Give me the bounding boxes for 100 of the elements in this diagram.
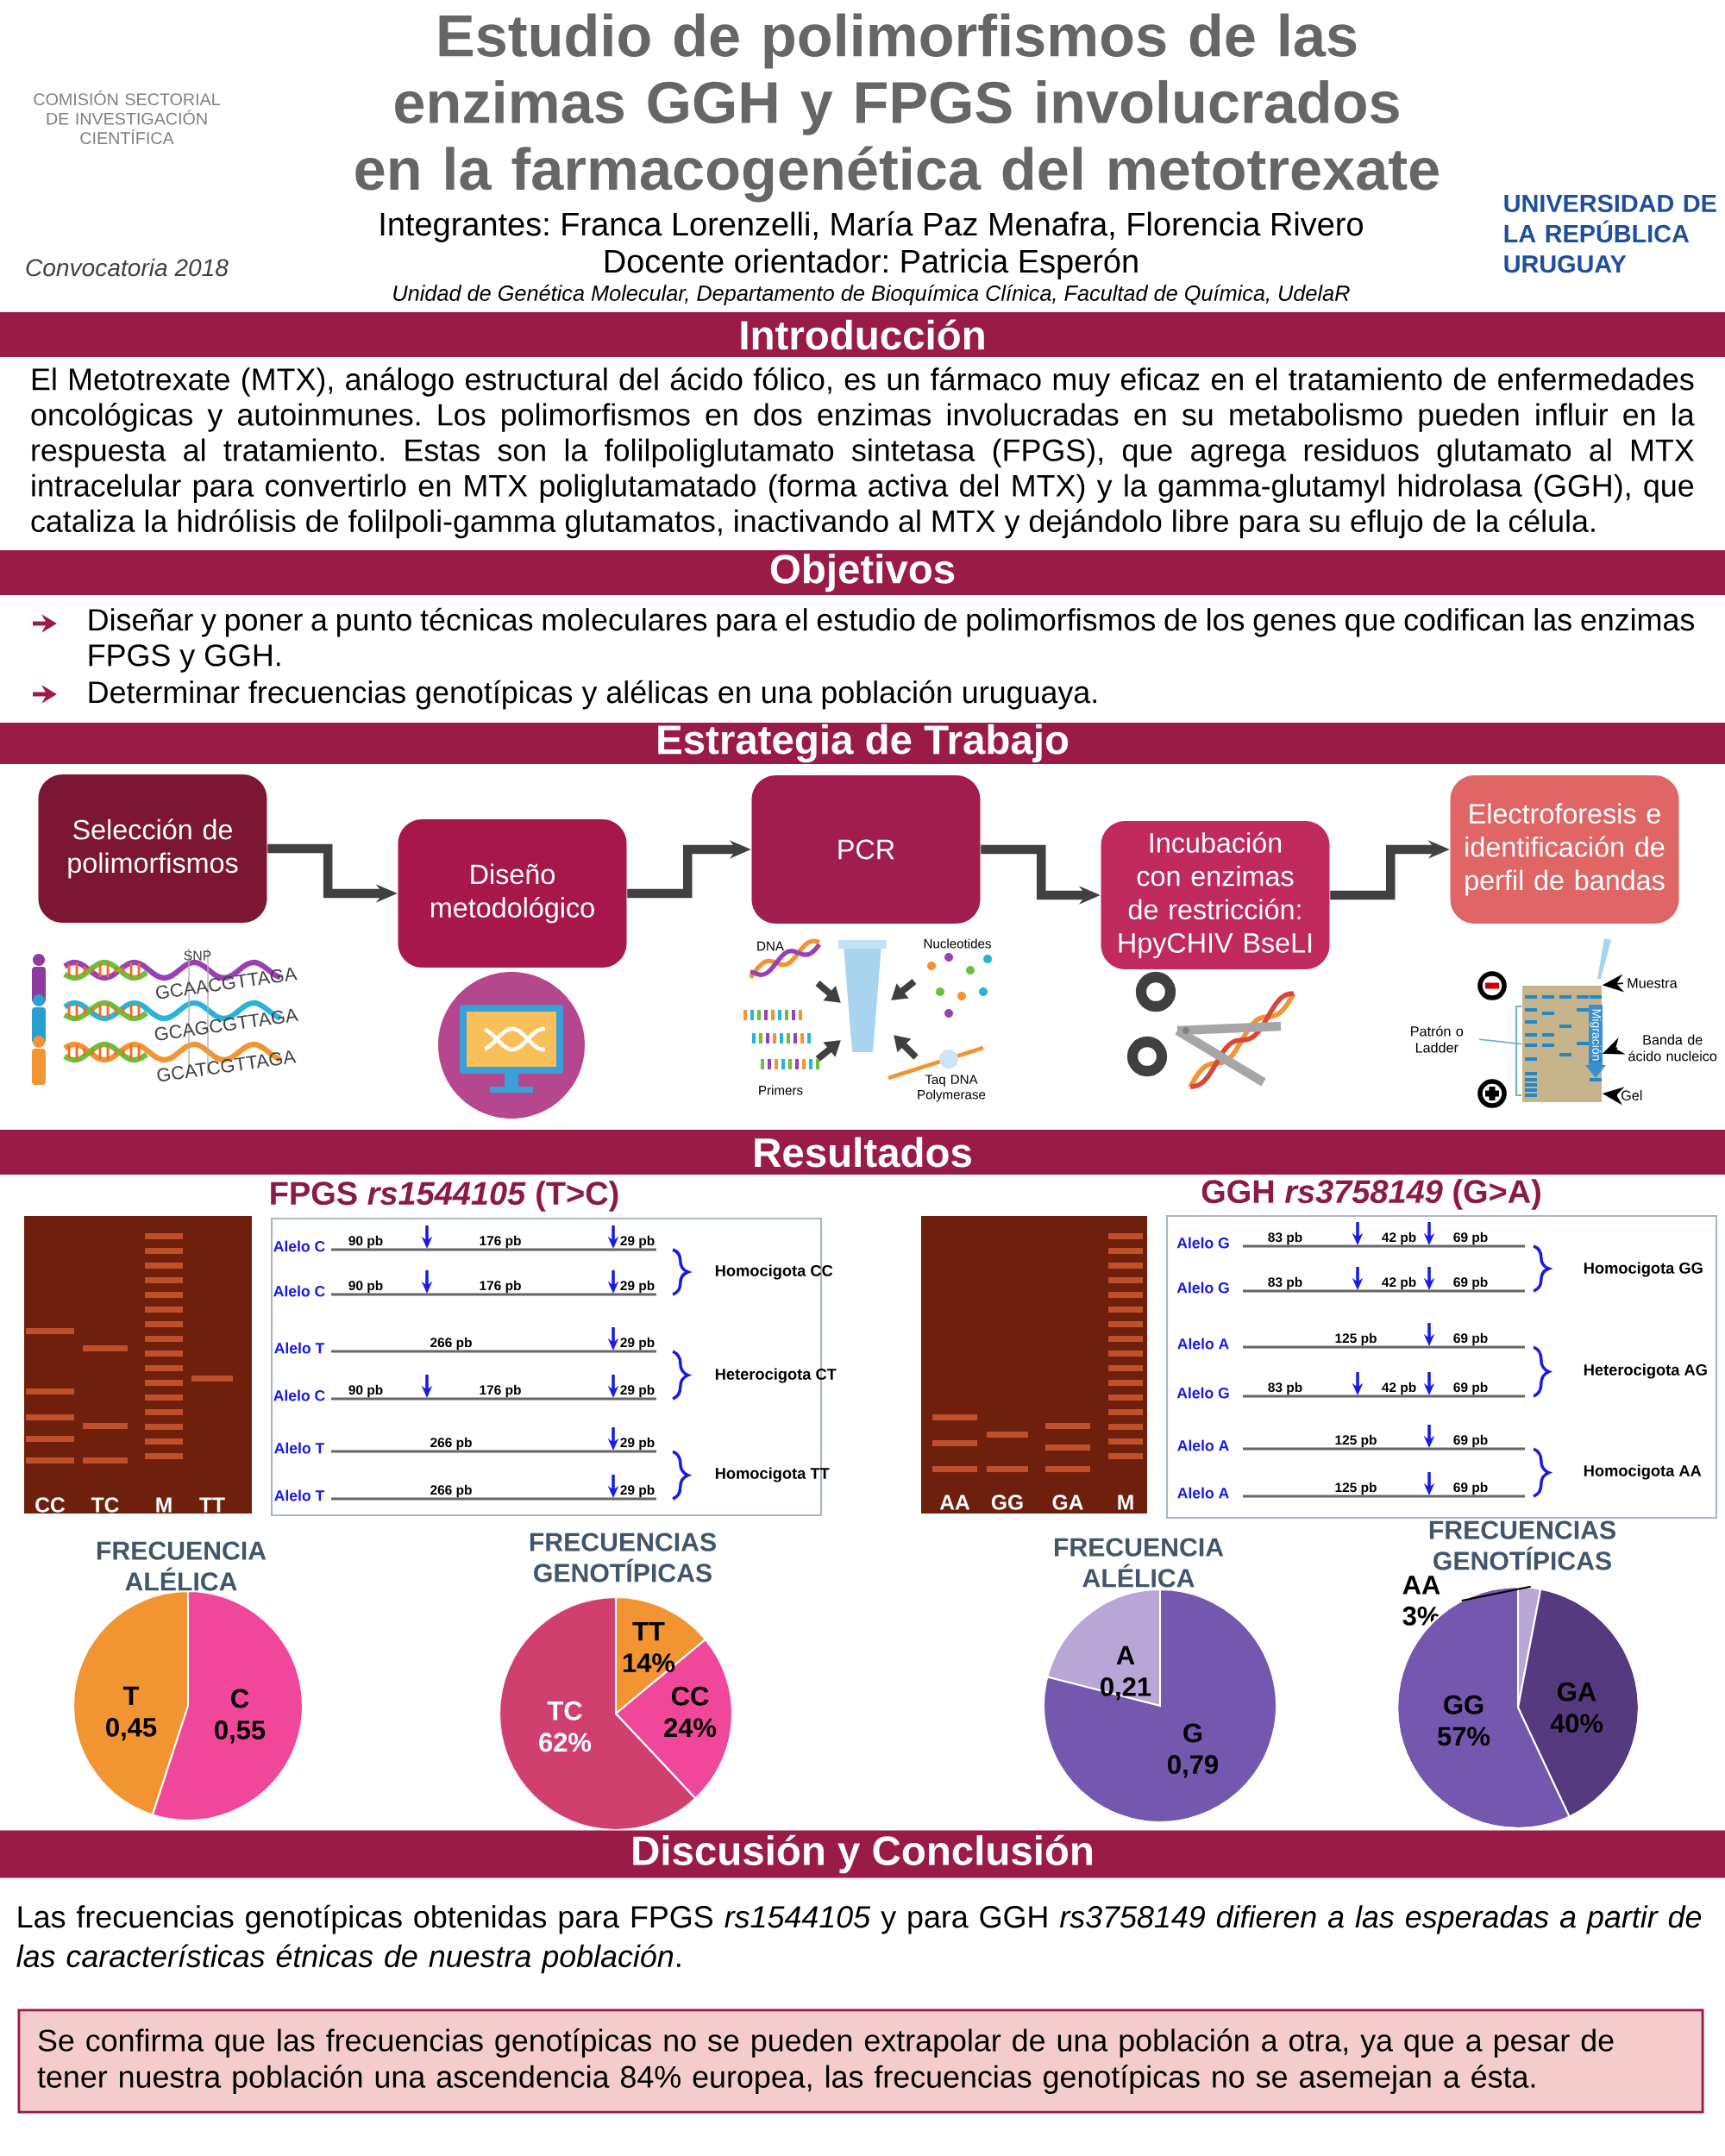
fragment-size: 90 pb [348,1235,383,1249]
genotype-label: Homocigota GG [1584,1262,1703,1277]
fragment-size: 176 pb [480,1384,521,1398]
genotype-label: Homocigota CC [715,1264,833,1280]
allele-label: Alelo A [1177,1439,1229,1451]
illustration-label: Taq DNA Polymerase [918,1075,986,1102]
fragment-size: 69 pb [1453,1482,1488,1495]
pie-label: TT 14% [624,1622,675,1673]
genotype-label: Homocigota AA [1584,1464,1702,1480]
fragment-size: 83 pb [1268,1382,1302,1395]
pie-label: C 0,55 [215,1689,266,1744]
pie-label: GG 57% [1438,1695,1490,1746]
fragment-size: 90 pb [348,1280,383,1294]
illustration-label: DNA [757,941,784,951]
chart-title: FRECUENCIAS GENOTÍPICAS [530,1532,716,1583]
allele-label: Alelo C [273,1285,325,1297]
chart-title: FRECUENCIA ALÉLICA [1055,1538,1224,1588]
lane-label: M [1118,1495,1133,1510]
illustration-label: Nucleotides [924,938,991,949]
pie-label: G 0,79 [1168,1723,1218,1778]
leader-line [1461,1585,1531,1602]
fragment-size: 29 pb [620,1235,655,1249]
fragment-size: 42 pb [1382,1276,1416,1290]
fragment-size: 90 pb [348,1384,383,1398]
allele-label: Alelo A [1177,1487,1229,1499]
poster-title: Estudio de polimorfismos de las enzimas GGH y FPGS involucrados en la farmacogenética del metotrexate [355,13,1439,203]
dna-sequence: GCATCGTTAGA [157,1050,297,1081]
fragment-size: 176 pb [480,1235,521,1249]
allele-label: Alelo G [1176,1387,1229,1399]
conclusion-box: Se confirma que las frecuencias genotípicas no se pueden extrapolar de una población a otra, ya que a pesar de tener nuestra población una ascendencia 84% europea, las frecuencias genotípicas no se asemejan a ésta. [17,2009,1704,2114]
pie-label: A 0,21 [1101,1645,1151,1701]
fragment-size: 69 pb [1453,1434,1488,1448]
lane-label: AA [939,1495,970,1510]
pie-label: T 0,45 [106,1686,157,1741]
dna-sequence: GCAACGTTAGA [156,967,298,1000]
callout-text: Muestra [1628,978,1678,988]
pie-label: CC 24% [664,1686,717,1738]
allele-label: Alelo C [273,1389,325,1401]
callout-text: Banda de ácido nucleico [1628,1034,1717,1062]
pie-label: TC 62% [539,1701,592,1752]
process-box: Electroforesis e identificación de perfil de bandas [1450,775,1679,924]
allele-label: Alelo T [274,1442,325,1454]
callout-text: Patrón o Ladder [1411,1025,1464,1053]
allele-label: Alelo A [1177,1338,1229,1350]
university-name: UNIVERSIDAD DE LA REPÚBLICA URUGUAY [1504,194,1716,273]
fragment-size: 125 pb [1335,1434,1377,1448]
allele-label: Alelo C [273,1240,325,1252]
lane-label: M [156,1497,172,1513]
fragment-size: 69 pb [1453,1232,1488,1245]
chart-title: FRECUENCIAS GENOTÍPICAS [1429,1520,1615,1570]
genotype-label: Heterocigota CT [715,1368,837,1383]
allele-label: Alelo G [1176,1237,1229,1249]
fragment-size: 83 pb [1268,1276,1302,1290]
caption-text: Convocatoria 2018 [26,258,229,277]
pie-label: GA 40% [1550,1682,1603,1733]
discussion-paragraph: Las frecuencias genotípicas obtenidas para FPGS rs1544105 y para GGH rs3758149 difieren a las esperadas a partir de las características étnicas de nuestra población. [16,1904,1702,1974]
author-list: Integrantes: Franca Lorenzelli, María Paz Menafra, Florencia Rivero [380,211,1363,242]
fragment-size: 42 pb [1382,1232,1416,1245]
illustration-label: Migración [1590,1009,1602,1061]
section-header: Introducción [0,312,1725,357]
chart-title: FRECUENCIA ALÉLICA [97,1541,267,1591]
allele-label: Alelo T [274,1342,325,1354]
allele-label: Alelo G [1176,1282,1229,1294]
snp-label: SNP [184,950,211,961]
process-box: PCR [751,775,981,924]
lane-label: GA [1052,1495,1083,1510]
fragment-size: 29 pb [620,1337,655,1351]
lane-label: TC [91,1497,119,1513]
fragment-size: 69 pb [1453,1332,1488,1346]
section-header: Discusión y Conclusión [0,1830,1725,1878]
leader-line [1478,1038,1523,1045]
fragment-size: 29 pb [620,1484,655,1498]
genotype-label: Heterocigota AG [1584,1363,1707,1379]
process-box: Incubación con enzimas de restricción: HpyCHIV BseLI [1101,821,1330,969]
callout-text: Gel [1622,1090,1642,1100]
fragment-size: 29 pb [620,1384,655,1398]
section-header: Estrategia de Trabajo [0,723,1725,764]
allele-label: Alelo T [274,1489,325,1501]
section-header: Objetivos [0,550,1725,595]
objective-text: Diseñar y poner a punto técnicas moleculares para el estudio de polimorfismos de los genes que codifican las enzimas FPGS y GGH. [89,607,1695,673]
fragment-size: 125 pb [1335,1482,1377,1495]
process-box: Diseño metodológico [398,819,627,968]
fragment-size: 266 pb [430,1437,472,1451]
lane-label: GG [991,1495,1023,1510]
fragment-size: 125 pb [1335,1332,1377,1346]
fragment-size: 29 pb [620,1437,655,1451]
fragment-size: 266 pb [430,1337,472,1351]
genotype-label: Homocigota TT [715,1467,830,1482]
fragment-size: 42 pb [1382,1382,1416,1395]
figure-heading: GGH rs3758149 (G>A) [1201,1179,1540,1210]
fragment-size: 69 pb [1453,1382,1488,1395]
fragment-size: 83 pb [1268,1232,1302,1245]
fragment-size: 69 pb [1453,1276,1488,1290]
objective-text: Determinar frecuencias genotípicas y alélicas en una población uruguaya. [89,680,1096,710]
intro-paragraph: El Metotrexate (MTX), análogo estructural del ácido fólico, es un fármaco muy eficaz en el tratamiento de enfermedades oncológicas y autoinmunes. Los polimorfismos en dos enzimas involucradas en su metabolismo pueden influir en la respuesta al tratamiento. Estas son la folilpoliglutamato sintetasa (FPGS), que agrega residuos glutamato al MTX intracelular para convertirlo en MTX poliglutamatado (forma activa del MTX) y la gamma-glutamyl hidrolasa (GGH), que cataliza la hidrólisis de folilpoli-gamma glutamatos, inactivando al MTX y dejándolo libre para su eflujo de la célula. [31,367,1695,539]
fragment-size: 29 pb [620,1280,655,1294]
lane-label: CC [35,1497,66,1513]
lane-label: TT [199,1497,225,1513]
section-header: Resultados [0,1130,1725,1175]
illustration-label: Primers [759,1085,803,1095]
